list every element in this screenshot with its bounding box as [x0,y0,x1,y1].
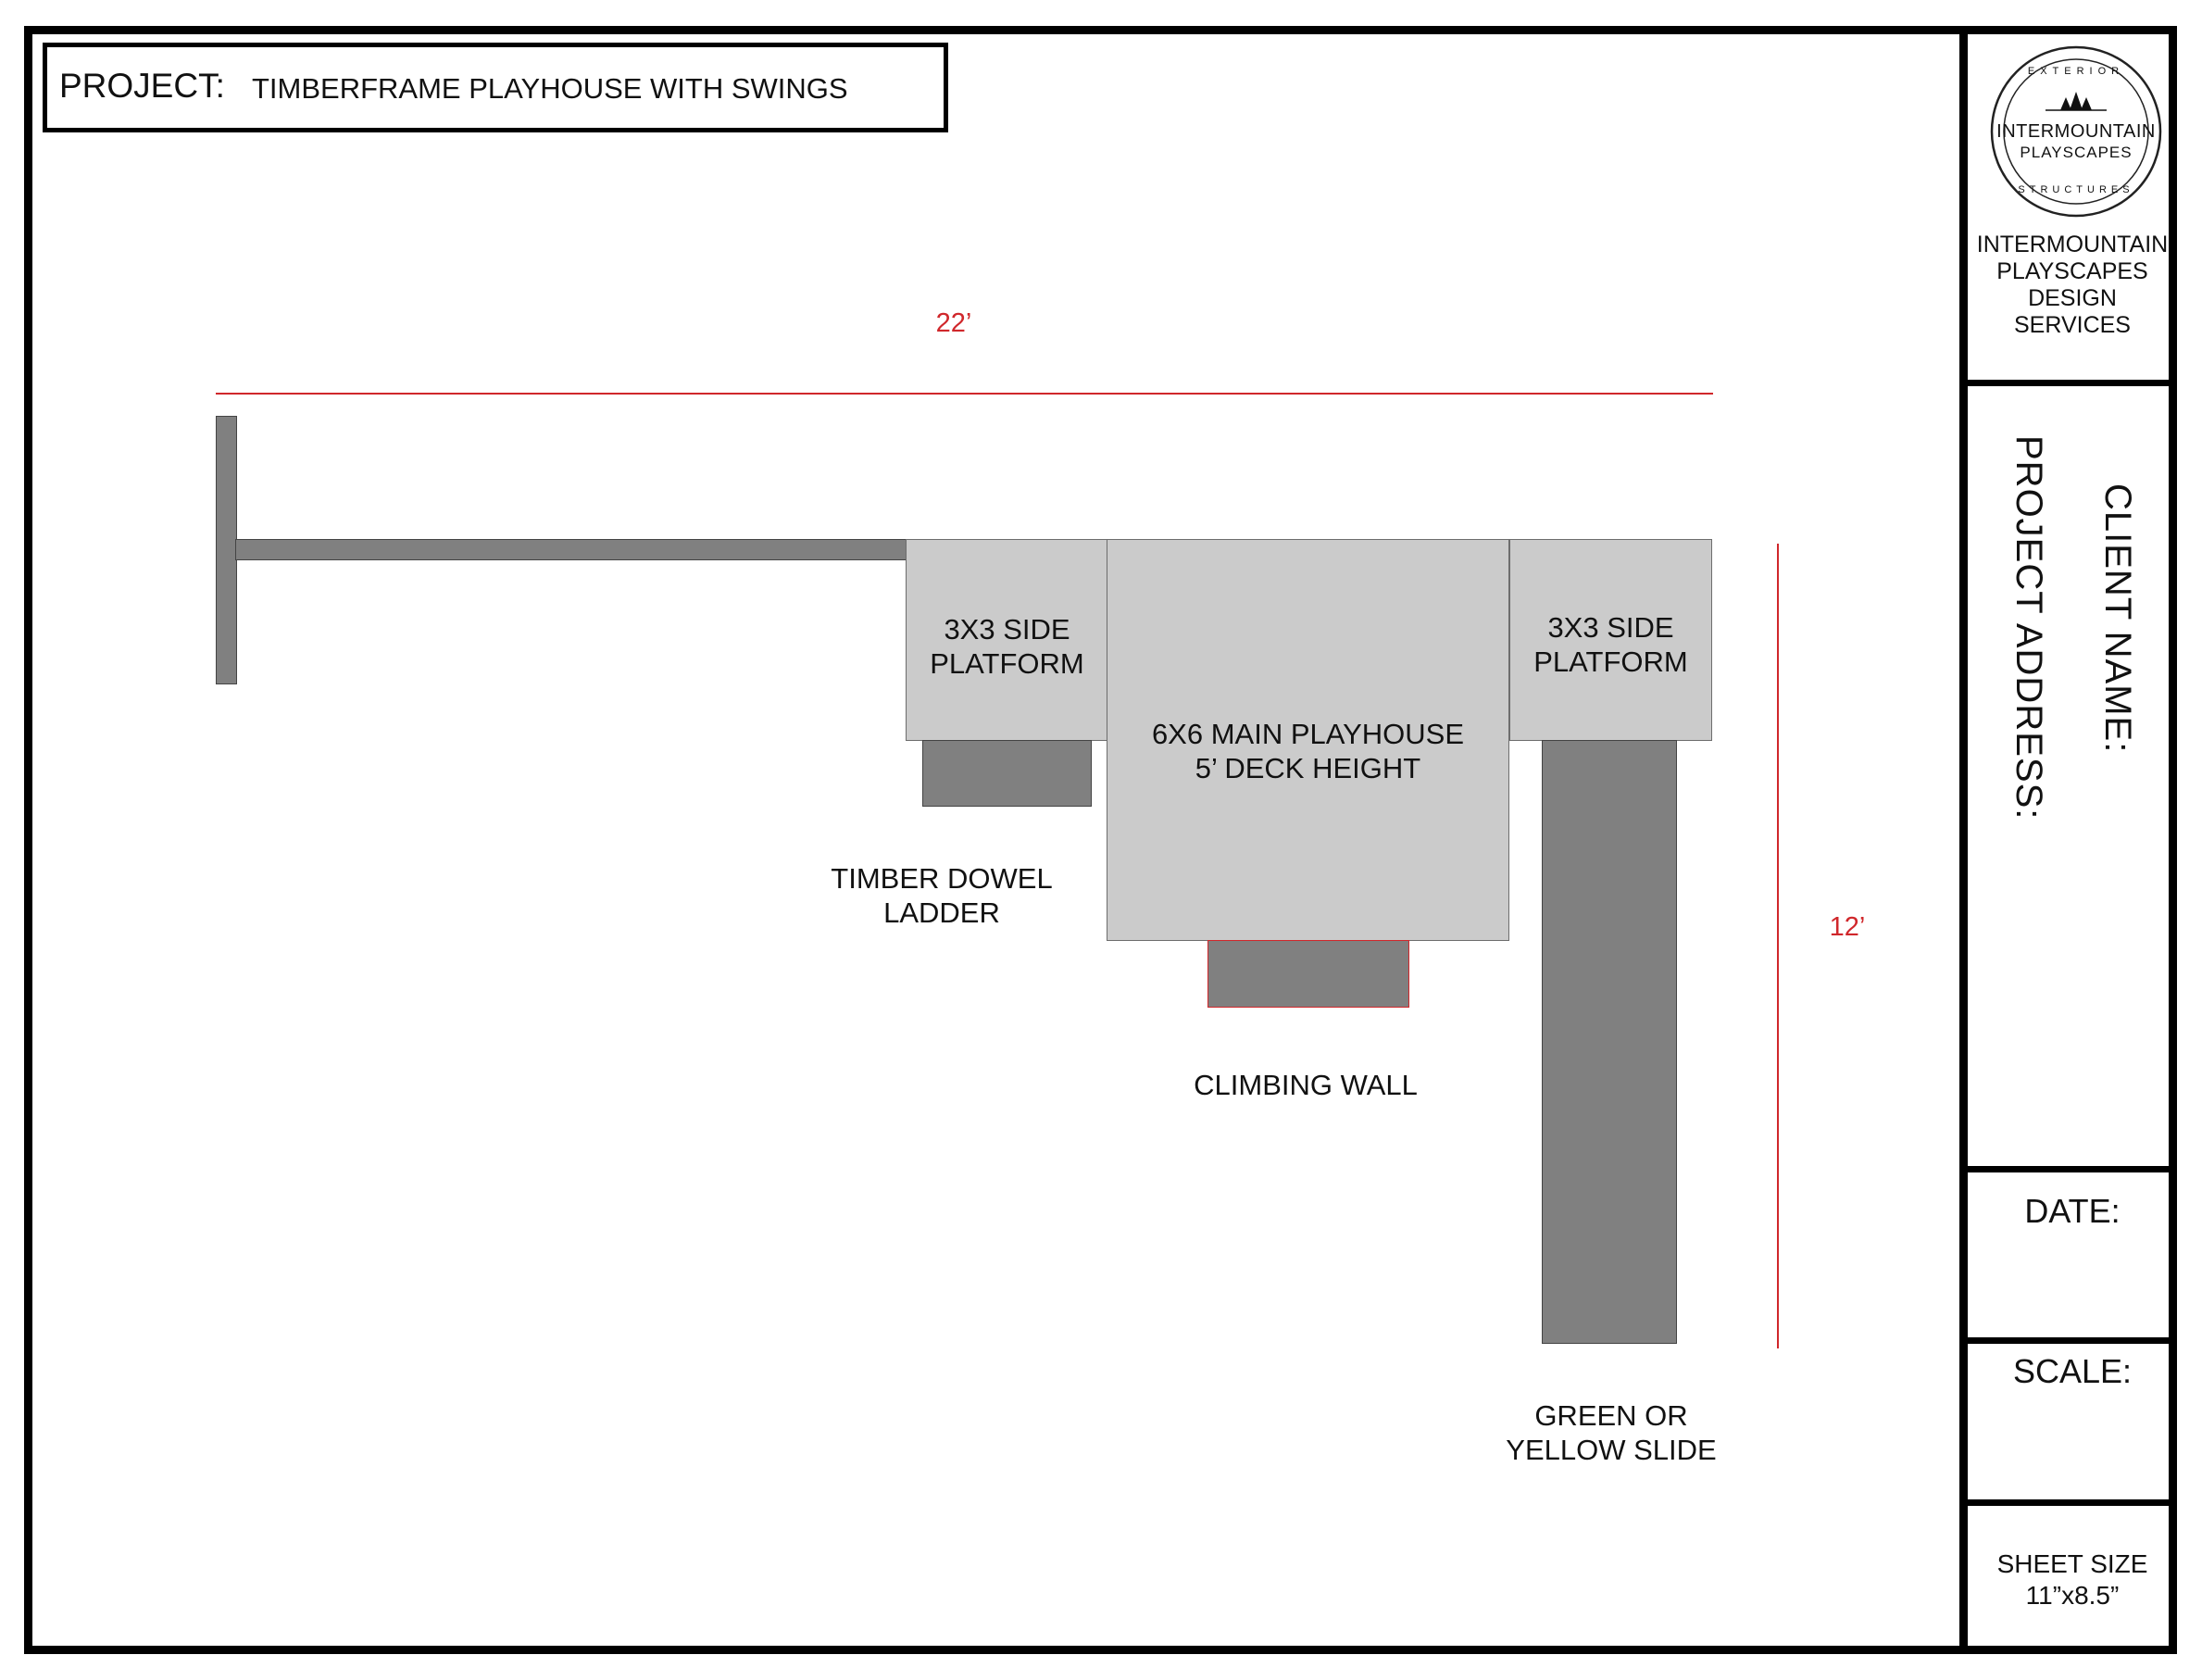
date-label: DATE: [2024,1192,2121,1230]
logo-line1: INTERMOUNTAIN [1996,121,2156,142]
title-block-rule [1963,1166,2177,1172]
swing-beam [235,539,907,560]
side-platform-right: 3X3 SIDE PLATFORM [1509,539,1712,741]
slide [1542,740,1677,1344]
company-logo: EXTERIOR INTERMOUNTAIN PLAYSCAPES STRUCT… [1988,44,2164,219]
ladder-label: TIMBER DOWEL LADDER [831,862,1053,929]
side-platform-right-label: 3X3 SIDE PLATFORM [1533,611,1688,678]
width-dimension-label: 22’ [935,308,972,338]
side-platform-left-label: 3X3 SIDE PLATFORM [930,613,1084,680]
logo-bottom-arc-text: STRUCTURES [2018,184,2134,195]
title-block-rule [1963,1499,2177,1506]
width-dimension-line [216,393,1713,395]
logo-seal [1990,45,2162,218]
main-playhouse-label: 6X6 MAIN PLAYHOUSE 5’ DECK HEIGHT [1151,718,1465,784]
swing-post [216,416,237,684]
project-label: PROJECT: [59,67,225,105]
logo-line2: PLAYSCAPES [2020,144,2133,161]
title-block-divider [1959,26,1968,1654]
slide-label: GREEN OR YELLOW SLIDE [1506,1399,1717,1466]
scale-label: SCALE: [2012,1352,2133,1390]
depth-dimension-line [1777,544,1779,1348]
project-name: TIMBERFRAME PLAYHOUSE WITH SWINGS [252,72,848,105]
project-title-box [43,43,948,132]
timber-dowel-ladder [922,740,1092,807]
climbing-wall-label: CLIMBING WALL [1194,1069,1418,1101]
climbing-wall [1207,940,1409,1008]
depth-dimension-label: 12’ [1829,912,1866,942]
client-name-label: CLIENT NAME: [2097,483,2138,754]
title-block-rule [1963,1337,2177,1344]
title-block-rule [1963,380,2177,386]
pine-trees-icon [2060,92,2092,110]
logo-top-arc-text: EXTERIOR [2027,66,2125,77]
sheet-border [24,26,2177,1654]
main-playhouse: 6X6 MAIN PLAYHOUSE 5’ DECK HEIGHT [1107,539,1509,941]
side-platform-left: 3X3 SIDE PLATFORM [906,539,1108,741]
project-address-label: PROJECT ADDRESS: [2008,435,2049,821]
company-name: INTERMOUNTAIN PLAYSCAPES DESIGN SERVICES [1976,232,2169,338]
sheet-size: SHEET SIZE 11”x8.5” [1996,1549,2148,1610]
